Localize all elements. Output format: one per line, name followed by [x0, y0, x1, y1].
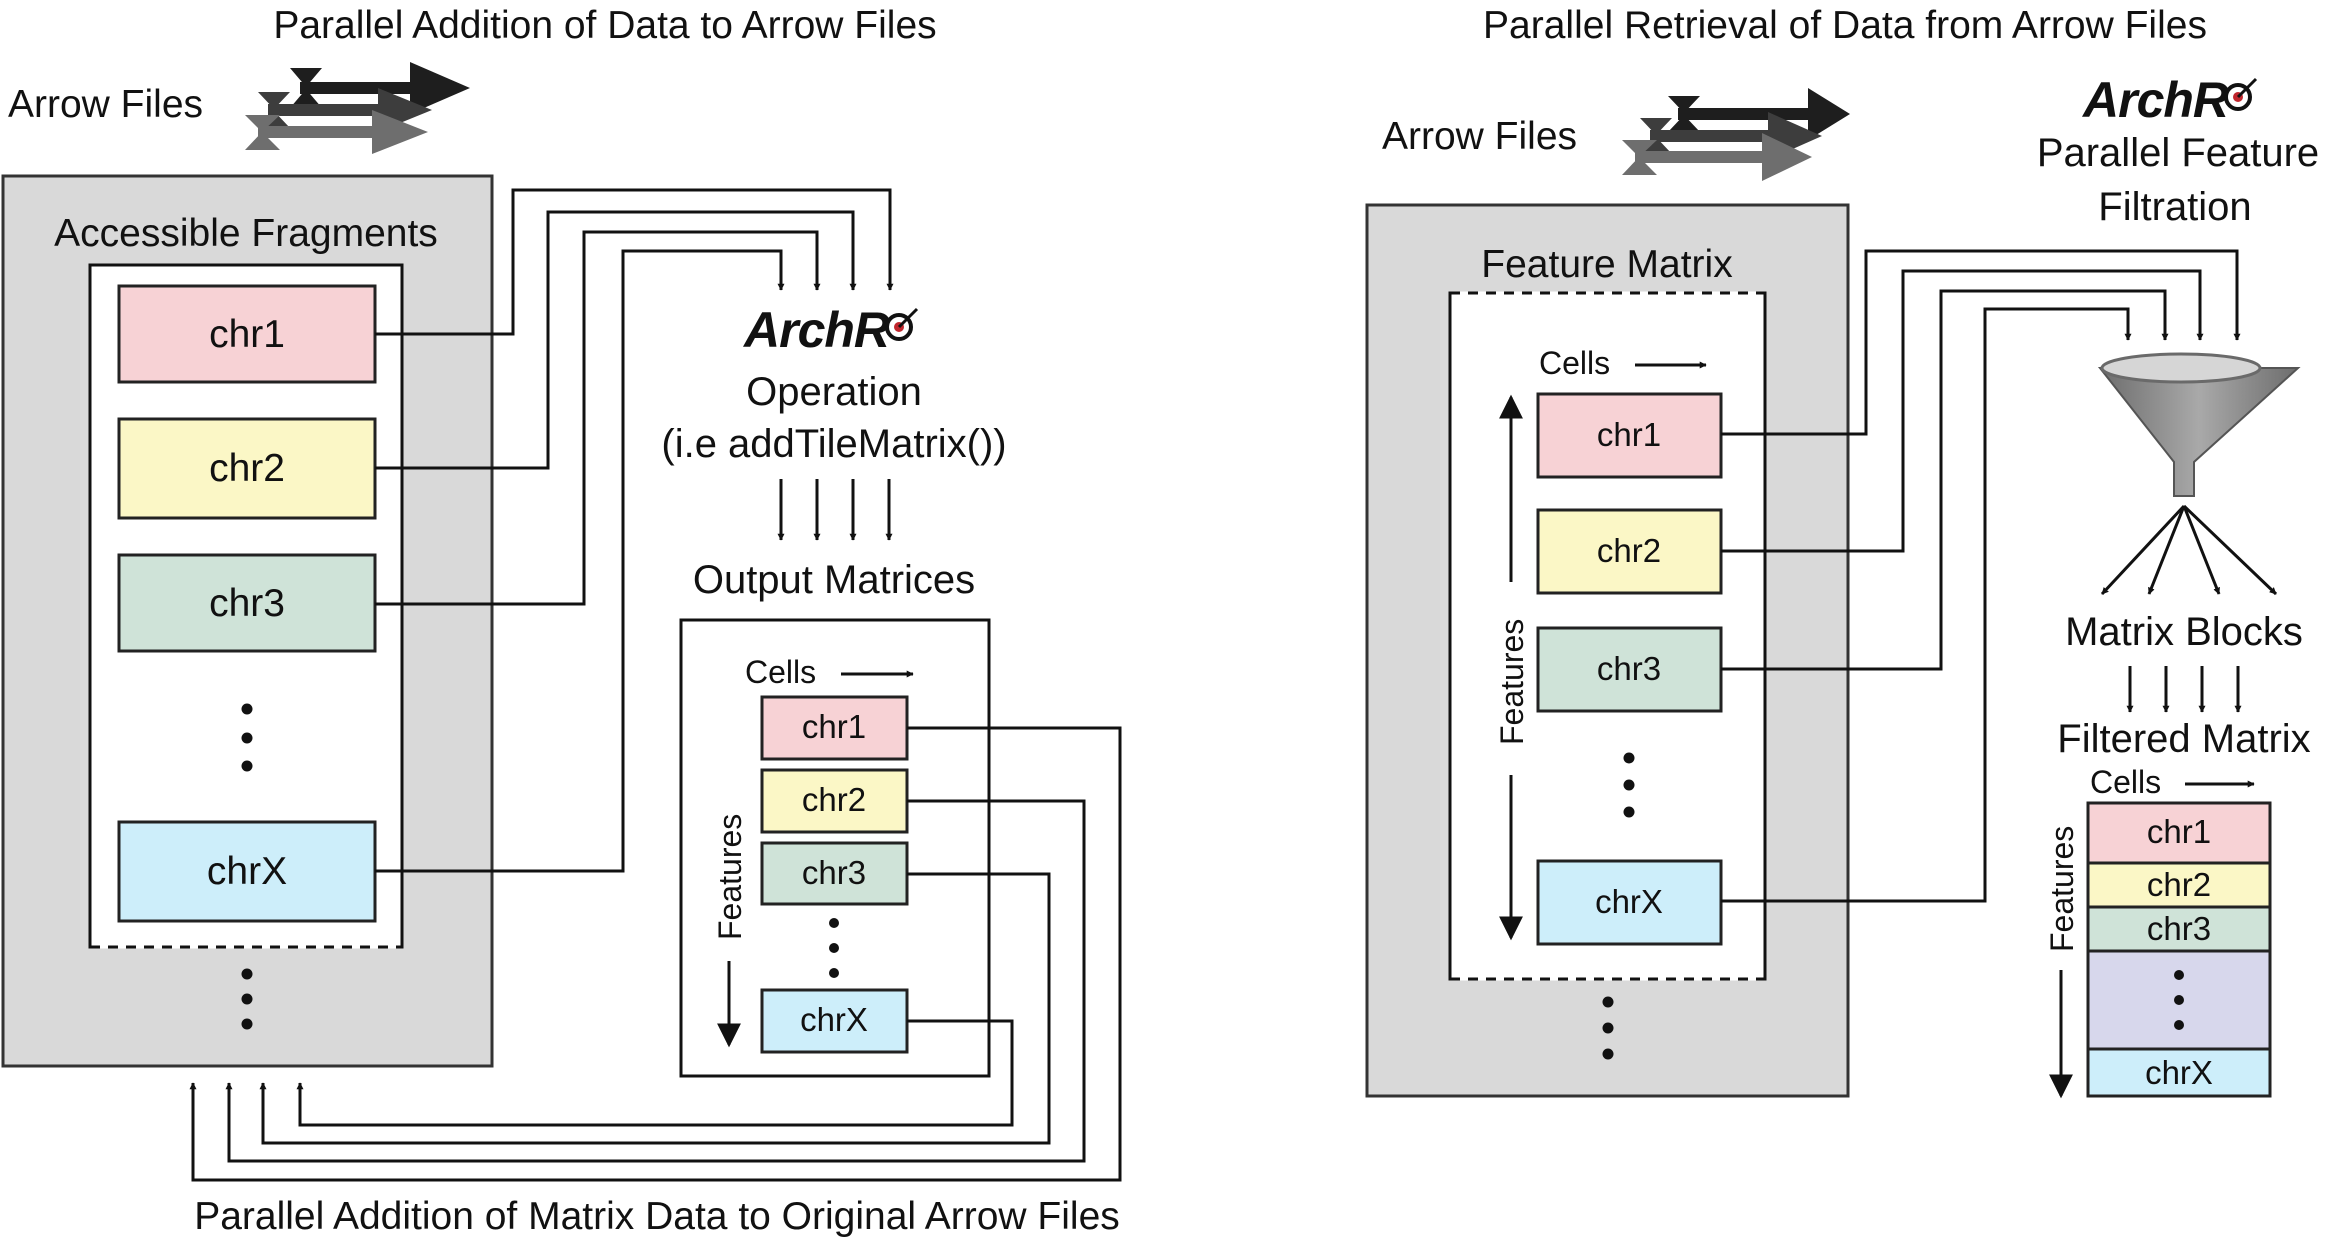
- output-features-label: Features: [712, 814, 748, 940]
- feature-chr3: [1536, 626, 1723, 713]
- svg-text:ArchR: ArchR: [2081, 72, 2229, 128]
- accessible-fragments-title: Accessible Fragments: [54, 212, 438, 255]
- fragment-to-operation-connectors: [375, 188, 894, 873]
- filtered-chr3: [2086, 905, 2272, 953]
- left-panel: Parallel Addition of Data to Arrow Files…: [1, 4, 1122, 1238]
- fragment-chr1-label: chr1: [209, 313, 285, 356]
- archr-logo-left: ArchR: [742, 302, 919, 358]
- panel-ellipsis: [241, 968, 253, 1030]
- arrow-files-icon: [245, 62, 470, 154]
- output-chrX-label: chrX: [800, 1001, 868, 1038]
- filtered-chr2: [2086, 861, 2272, 909]
- arrow-files-icon: [1622, 88, 1850, 181]
- right-arrow-files-label: Arrow Files: [1382, 115, 1577, 158]
- filtered-chr1: [2086, 801, 2272, 865]
- filtered-matrix-title: Filtered Matrix: [2057, 717, 2310, 761]
- feature-chr2-label: chr2: [1597, 532, 1661, 569]
- filtered-chr2-label: chr2: [2147, 866, 2211, 903]
- archr-logo-right: ArchR: [2081, 72, 2258, 128]
- feature-matrix-title: Feature Matrix: [1481, 243, 1733, 286]
- funnel-output-arrows: [2100, 504, 2278, 596]
- filtered-chr3-label: chr3: [2147, 910, 2211, 947]
- filtered-chrX-label: chrX: [2145, 1054, 2213, 1091]
- fragment-chr3: [117, 553, 377, 653]
- feature-chr1: [1536, 392, 1723, 479]
- right-title: Parallel Retrieval of Data from Arrow Fi…: [1483, 4, 2207, 47]
- target-icon: [885, 307, 919, 341]
- fragment-chrX-label: chrX: [207, 850, 287, 893]
- operation-down-arrows: [777, 479, 893, 541]
- output-chr2-label: chr2: [802, 781, 866, 818]
- output-ellipsis: [829, 918, 839, 978]
- filtered-chr1-label: chr1: [2147, 813, 2211, 850]
- output-chr3: [760, 841, 909, 906]
- filtration-line1: Parallel Feature: [2037, 131, 2319, 175]
- feature-matrix-cells-label: Cells: [1539, 345, 1610, 381]
- fragment-chr2-label: chr2: [209, 447, 285, 490]
- fragment-chrX: [117, 820, 377, 923]
- filtered-cells-label: Cells: [2090, 764, 2161, 800]
- feature-chrX-label: chrX: [1595, 883, 1663, 920]
- fragment-chr3-label: chr3: [209, 582, 285, 625]
- svg-text:ArchR: ArchR: [742, 302, 890, 358]
- left-arrow-files-label: Arrow Files: [8, 83, 203, 126]
- filtered-chrX: [2086, 1047, 2272, 1098]
- operation-example: (i.e addTileMatrix()): [661, 422, 1006, 466]
- target-icon: [2224, 77, 2258, 111]
- right-panel: Parallel Retrieval of Data from Arrow Fi…: [1365, 4, 2319, 1099]
- output-chr1: [760, 695, 909, 761]
- panel-ellipsis: [1602, 996, 1614, 1060]
- output-cells-label: Cells: [745, 654, 816, 690]
- matrix-to-funnel-connectors: [1721, 249, 2241, 903]
- feature-matrix-features-label: Features: [1494, 619, 1530, 745]
- filtered-ellipsis: [2174, 970, 2184, 1030]
- feature-chr1-label: chr1: [1597, 416, 1661, 453]
- feature-chr2: [1536, 508, 1723, 595]
- output-to-arrow-files-connectors: [189, 726, 1122, 1182]
- output-matrices-title: Output Matrices: [693, 558, 975, 602]
- output-chr3-label: chr3: [802, 854, 866, 891]
- filtration-line2: Filtration: [2098, 185, 2251, 229]
- feature-chr3-label: chr3: [1597, 650, 1661, 687]
- left-title: Parallel Addition of Data to Arrow Files: [273, 4, 936, 47]
- filtered-matrix-stack: chr1 chr2 chr3 chrX: [2086, 801, 2272, 1098]
- blocks-down-arrows: [2126, 666, 2242, 713]
- feature-matrix-ellipsis: [1623, 752, 1635, 818]
- fragments-ellipsis: [241, 703, 253, 772]
- fragment-chr2: [117, 417, 377, 520]
- operation-label: Operation: [746, 370, 922, 414]
- matrix-blocks-label: Matrix Blocks: [2065, 610, 2303, 654]
- filtered-features-label: Features: [2044, 826, 2080, 952]
- output-chr1-label: chr1: [802, 708, 866, 745]
- output-chrX: [760, 988, 909, 1054]
- funnel-icon: [2097, 352, 2301, 497]
- bottom-caption: Parallel Addition of Matrix Data to Orig…: [194, 1195, 1120, 1238]
